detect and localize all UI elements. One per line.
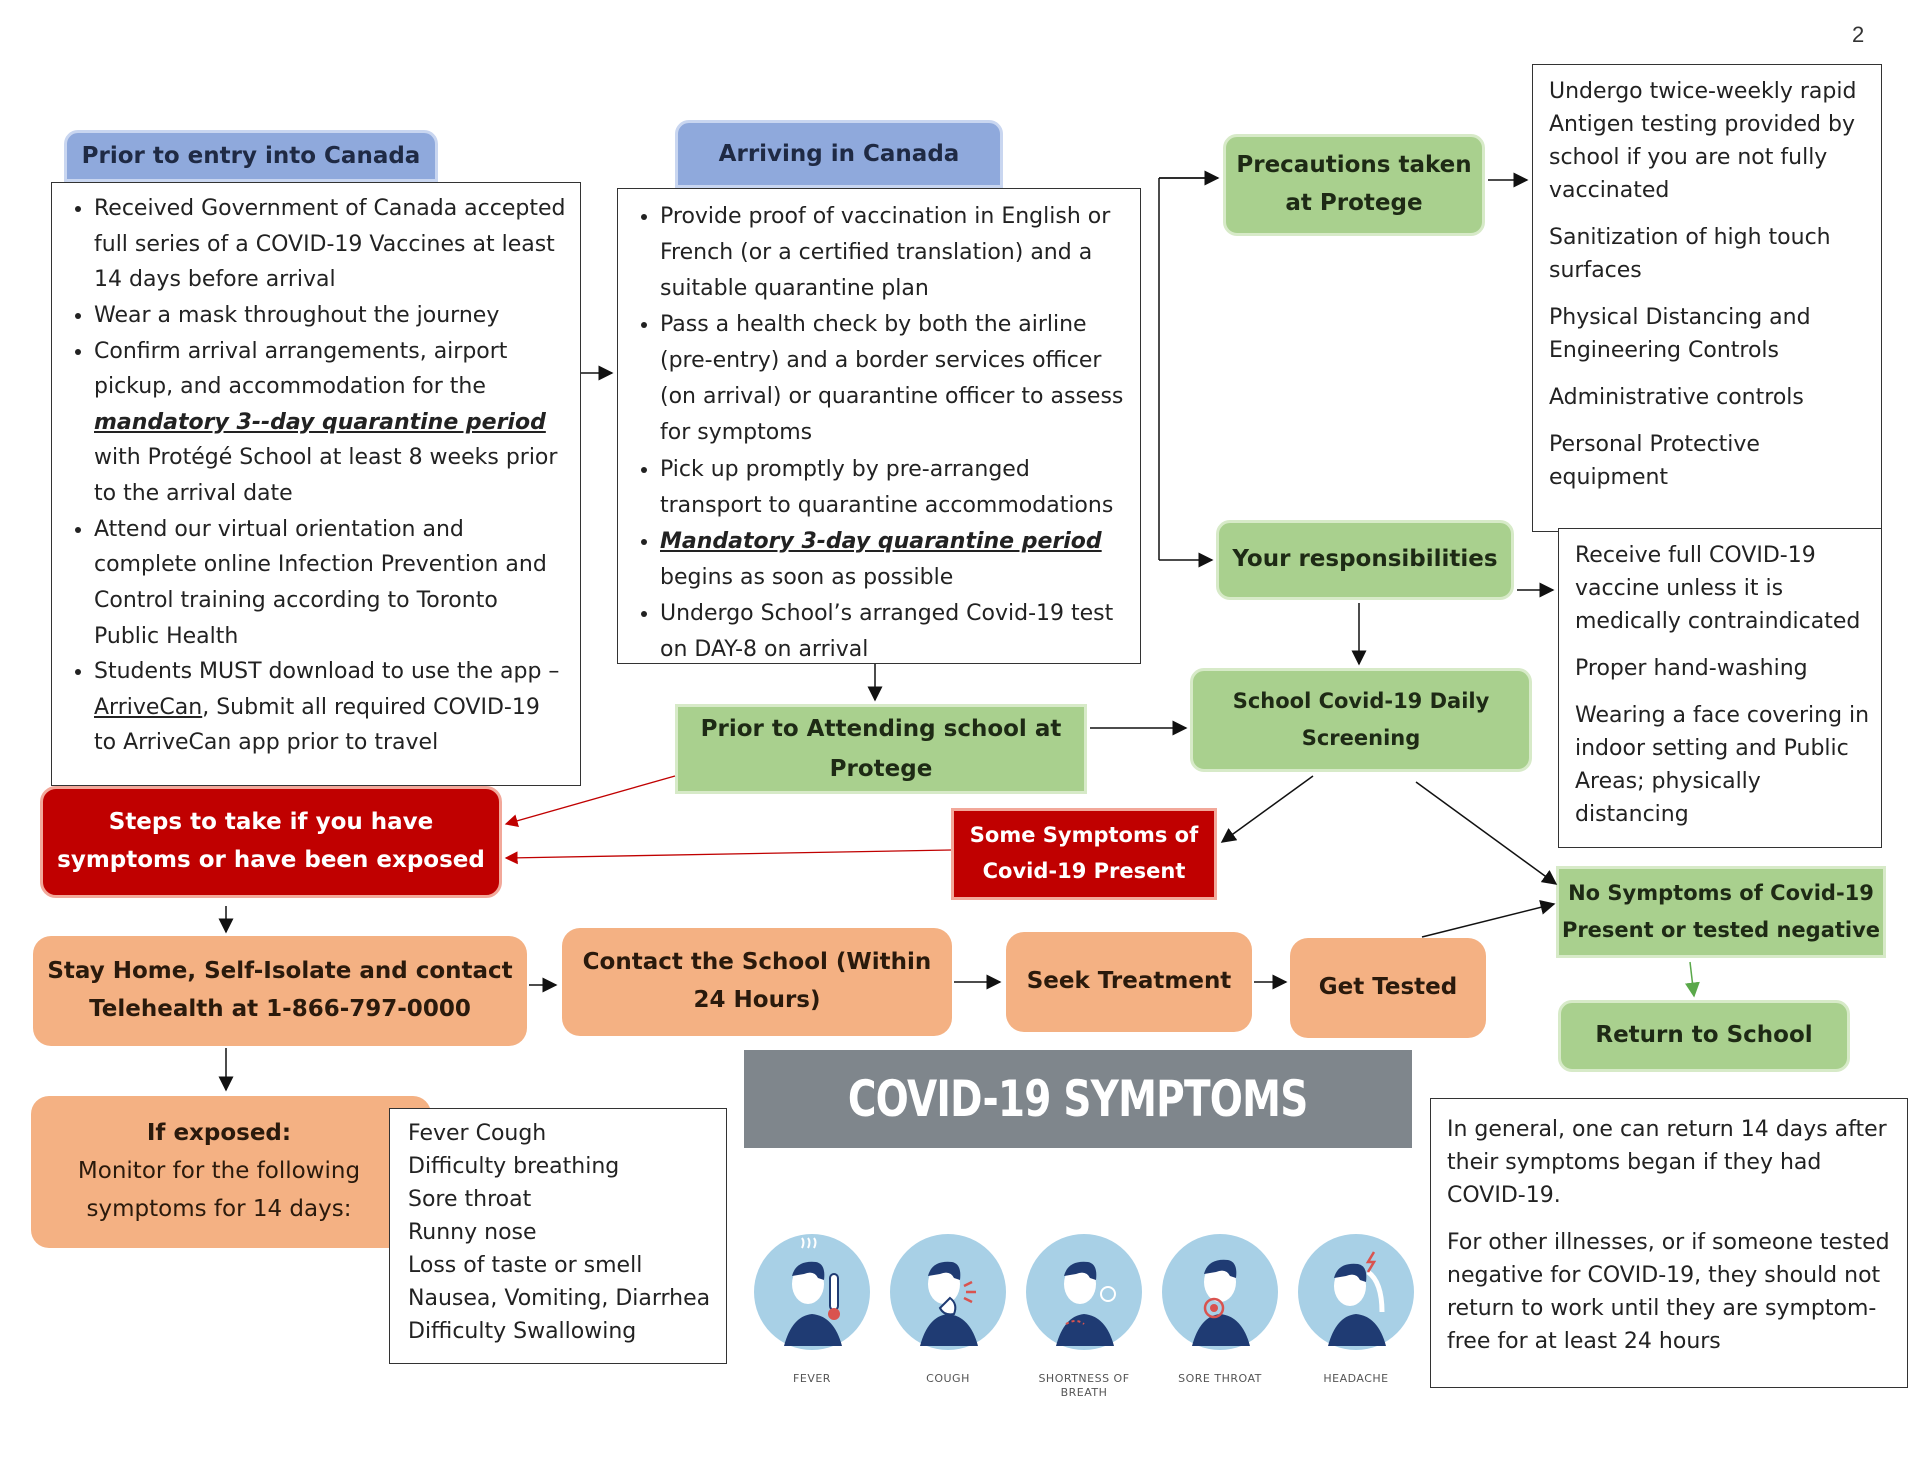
prior-entry-item: Attend our virtual orientation and compl… [94, 512, 568, 655]
arrivecan-link[interactable]: ArriveCan [94, 694, 203, 720]
return-note-text: For other illnesses, or if someone teste… [1447, 1230, 1890, 1354]
symptom-headache: HEADACHE [1288, 1224, 1424, 1386]
symptom-sore-throat: SORE THROAT [1152, 1224, 1288, 1386]
symptom-label: FEVER [793, 1372, 831, 1385]
arriving-item: Undergo School’s arranged Covid-19 test … [660, 596, 1128, 668]
responsibilities-list: Receive full COVID-19 vaccine unless it … [1558, 528, 1882, 848]
arriving-list: Provide proof of vaccination in English … [617, 188, 1141, 664]
arriving-item: Pick up promptly by pre-arranged transpo… [660, 452, 1128, 524]
responsibility-item: Receive full COVID-19 vaccine unless it … [1575, 543, 1861, 634]
contact-school-box: Contact the School (Within 24 Hours) [562, 928, 952, 1036]
arrow-screening-to-none [1415, 781, 1558, 885]
prior-attending-box: Prior to Attending school at Protege [675, 704, 1087, 794]
prior-entry-item: Confirm arrival arrangements, airport pi… [94, 334, 568, 512]
symptom-label: COUGH [926, 1372, 970, 1385]
return-note-box: In general, one can return 14 days after… [1430, 1098, 1908, 1388]
arriving-item: Mandatory 3-day quarantine period begins… [660, 524, 1128, 596]
prior-entry-item: Wear a mask throughout the journey [94, 298, 568, 334]
daily-screening-box: School Covid-19 Daily Screening [1190, 668, 1532, 772]
if-exposed-title: If exposed: [146, 1120, 292, 1147]
get-tested-box: Get Tested [1290, 938, 1486, 1038]
symptom-cough: COUGH [880, 1224, 1016, 1386]
symptoms-banner-bg [744, 1050, 1412, 1148]
seek-treatment-box: Seek Treatment [1006, 932, 1252, 1032]
precautions-list: Undergo twice-weekly rapid Antigen testi… [1532, 64, 1882, 532]
symptom-breath: SHORTNESS OF BREATH [1016, 1224, 1152, 1401]
cough-icon [890, 1234, 1006, 1350]
precautions-box: Precautions taken at Protege [1223, 134, 1485, 236]
precaution-item: Physical Distancing and Engineering Cont… [1549, 305, 1811, 363]
monitor-item: Runny nose [408, 1220, 537, 1245]
monitor-item: Sore throat [408, 1187, 532, 1212]
responsibility-item: Proper hand-washing [1575, 656, 1808, 681]
monitor-item: Difficulty breathing [408, 1154, 620, 1179]
page-number: 2 [1852, 22, 1865, 47]
return-school-box: Return to School [1558, 1000, 1850, 1072]
arriving-item: Provide proof of vaccination in English … [660, 199, 1128, 307]
responsibilities-box: Your responsibilities [1216, 520, 1514, 600]
if-exposed-box: If exposed: Monitor for the following sy… [31, 1096, 431, 1248]
symptom-label: HEADACHE [1323, 1372, 1389, 1385]
monitor-item: Nausea, Vomiting, Diarrhea [408, 1286, 711, 1311]
monitor-item: Fever Cough [408, 1121, 547, 1146]
symptom-fever: FEVER [744, 1224, 880, 1386]
headache-icon [1298, 1234, 1414, 1350]
arriving-title: Arriving in Canada [675, 120, 1003, 188]
prior-entry-list: Received Government of Canada accepted f… [51, 182, 581, 786]
sore-throat-icon [1162, 1234, 1278, 1350]
some-symptoms-box: Some Symptoms of Covid-19 Present [951, 808, 1217, 900]
precaution-item: Sanitization of high touch surfaces [1549, 225, 1831, 283]
quarantine-emphasis: mandatory 3--day quarantine period [94, 409, 546, 435]
monitor-symptoms-list: Fever Cough Difficulty breathing Sore th… [389, 1108, 727, 1364]
arrow-test-to-none [1421, 899, 1556, 938]
prior-entry-item: Received Government of Canada accepted f… [94, 191, 568, 298]
arrow-some-to-steps [504, 849, 952, 865]
monitor-item: Difficulty Swallowing [408, 1319, 637, 1344]
fever-icon [754, 1234, 870, 1350]
shortness-of-breath-icon [1026, 1234, 1142, 1350]
arrow-attending-to-steps [504, 775, 676, 828]
symptoms-banner: COVID-19 SYMPTOMS [848, 1070, 1308, 1128]
return-note-text: In general, one can return 14 days after… [1447, 1117, 1887, 1208]
prior-entry-item: Students MUST download to use the app – … [94, 654, 568, 761]
arrow-none-to-return [1684, 961, 1700, 998]
arrow-to-precautions-and-responsibilities [1158, 177, 1218, 560]
responsibility-item: Wearing a face covering in indoor settin… [1575, 703, 1870, 827]
stay-home-box: Stay Home, Self-Isolate and contact Tele… [33, 936, 527, 1046]
steps-exposed-box: Steps to take if you have symptoms or ha… [40, 786, 502, 898]
symptom-label: SHORTNESS OF BREATH [1038, 1372, 1130, 1400]
symptom-icons-row: FEVER COUGH SHORTNESS OF BREATH [744, 1224, 1414, 1404]
no-symptoms-box: No Symptoms of Covid-19 Present or teste… [1556, 866, 1886, 958]
precaution-item: Undergo twice-weekly rapid Antigen testi… [1549, 79, 1857, 203]
prior-entry-title: Prior to entry into Canada [64, 130, 438, 182]
monitor-item: Loss of taste or smell [408, 1253, 643, 1278]
arriving-item: Pass a health check by both the airline … [660, 307, 1128, 451]
precaution-item: Personal Protective equipment [1549, 432, 1760, 490]
if-exposed-body: Monitor for the following symptoms for 1… [77, 1158, 361, 1222]
precaution-item: Administrative controls [1549, 385, 1804, 410]
symptom-label: SORE THROAT [1178, 1372, 1262, 1385]
arrow-screening-to-some [1220, 775, 1314, 843]
